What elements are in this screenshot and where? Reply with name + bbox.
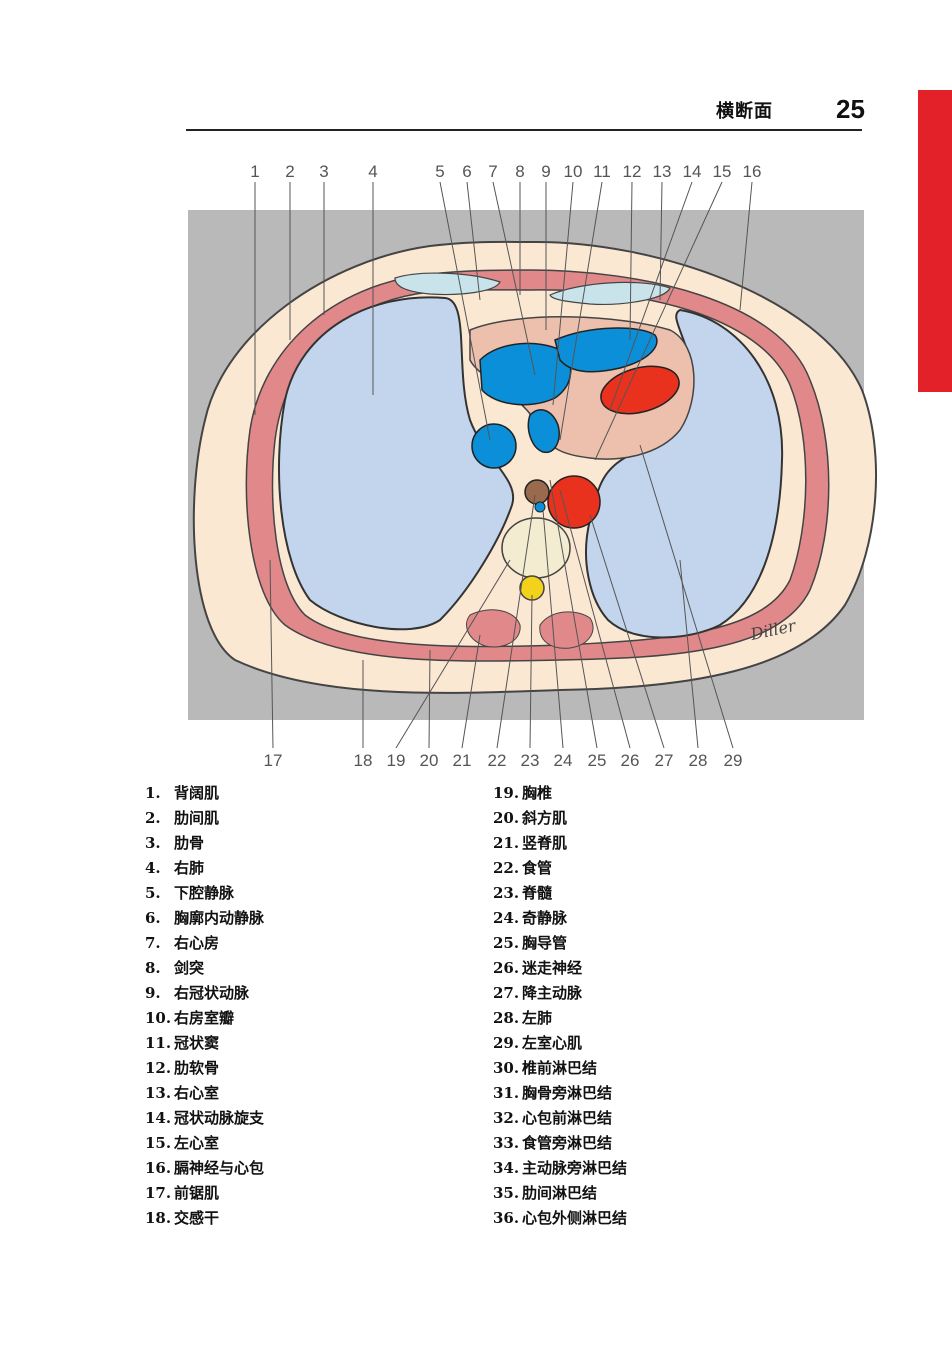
legend-item: 16.膈神经与心包	[145, 1159, 265, 1177]
legend-item: 2.肋间肌	[145, 809, 220, 827]
figure-label-14: 14	[683, 162, 702, 181]
figure-label-20: 20	[420, 751, 439, 770]
top-label-row: 1 2 3 4 5 6 7 8 9 10 11 12 13 14 15 16	[250, 162, 761, 181]
figure-label-4: 4	[368, 162, 377, 181]
legend-item: 31.胸骨旁淋巴结	[493, 1084, 613, 1102]
legend-item: 20.斜方肌	[493, 809, 568, 827]
bottom-label-row: 17 18 19 20 21 22 23 24 25 26 27 28 29	[264, 751, 743, 770]
legend-item: 14.冠状动脉旋支	[145, 1109, 265, 1127]
figure-label-18: 18	[354, 751, 373, 770]
legend-item: 25.胸导管	[493, 934, 568, 952]
legend-item: 18.交感干	[145, 1209, 220, 1227]
figure-label-6: 6	[462, 162, 471, 181]
legend-item: 30.椎前淋巴结	[493, 1059, 598, 1077]
esophagus	[524, 479, 550, 505]
costal-cartilage-left	[549, 281, 671, 305]
left-ventricle	[600, 365, 680, 415]
leader-lines	[254, 181, 753, 749]
legend-item: 1.背阔肌	[145, 784, 220, 802]
figure-label-23: 23	[521, 751, 540, 770]
chapter-tab	[918, 90, 952, 392]
legend-item: 27.降主动脉	[493, 984, 583, 1002]
legend-right-column: 19.胸椎 20.斜方肌 21.竖脊肌 22.食管 23.脊髓 24.奇静脉 2…	[493, 781, 627, 1231]
figure-label-13: 13	[653, 162, 672, 181]
legend-item: 10.右房室瓣	[145, 1009, 235, 1027]
figure-label-25: 25	[588, 751, 607, 770]
descending-aorta	[547, 475, 601, 529]
legend-item: 8.剑突	[145, 959, 205, 977]
figure-label-19: 19	[387, 751, 406, 770]
figure-label-9: 9	[541, 162, 550, 181]
figure-label-26: 26	[621, 751, 640, 770]
figure-label-2: 2	[285, 162, 294, 181]
right-ventricle	[554, 327, 658, 373]
legend-item: 7.右心房	[145, 934, 220, 952]
legend-item: 32.心包前淋巴结	[493, 1109, 613, 1127]
figure-label-12: 12	[623, 162, 642, 181]
figure-label-29: 29	[724, 751, 743, 770]
legend-item: 29.左室心肌	[493, 1034, 583, 1052]
figure-label-16: 16	[743, 162, 762, 181]
figure-label-28: 28	[689, 751, 708, 770]
coronary-sinus	[527, 409, 560, 454]
vertebral-body	[501, 517, 571, 579]
legend-item: 35.肋间淋巴结	[493, 1184, 598, 1202]
figure-label-1: 1	[250, 162, 259, 181]
costal-cartilage-right	[394, 272, 501, 296]
page-header-title: 横断面	[716, 101, 773, 122]
figure-label-15: 15	[713, 162, 732, 181]
legend-item: 33.食管旁淋巴结	[493, 1134, 613, 1152]
legend-item: 34.主动脉旁淋巴结	[493, 1159, 628, 1177]
figure-label-27: 27	[655, 751, 674, 770]
legend-left-column: 1.背阔肌 2.肋间肌 3.肋骨 4.右肺 5.下腔静脉 6.胸廓内动静脉 7.…	[145, 781, 264, 1231]
legend-item: 5.下腔静脉	[145, 884, 235, 902]
legend-item: 11.冠状窦	[145, 1034, 220, 1052]
figure-label-11: 11	[593, 162, 611, 181]
left-erector-spinae	[539, 611, 594, 649]
figure-label-24: 24	[554, 751, 573, 770]
legend-item: 15.左心室	[145, 1134, 220, 1152]
legend-item: 36.心包外侧淋巴结	[493, 1209, 628, 1227]
legend-item: 12.肋软骨	[145, 1059, 220, 1077]
figure-label-3: 3	[319, 162, 328, 181]
legend-item: 13.右心室	[145, 1084, 220, 1102]
legend-item: 9.右冠状动脉	[145, 984, 250, 1002]
figure-label-21: 21	[453, 751, 472, 770]
page-number: 25	[836, 94, 865, 124]
legend-item: 19.胸椎	[493, 784, 553, 802]
header-rule	[186, 129, 862, 131]
legend-item: 28.左肺	[493, 1009, 553, 1027]
legend-item: 22.食管	[493, 859, 553, 877]
anatomy-figure: 1 2 3 4 5 6 7 8 9 10 11 12 13 14 15 16 1…	[188, 162, 877, 770]
legend-item: 17.前锯肌	[145, 1184, 220, 1202]
azygos-vein	[534, 501, 546, 513]
legend-item: 24.奇静脉	[493, 909, 568, 927]
right-atrium	[479, 342, 572, 406]
figure-label-22: 22	[488, 751, 507, 770]
legend-item: 3.肋骨	[145, 834, 205, 852]
figure-label-10: 10	[564, 162, 583, 181]
legend-item: 4.右肺	[145, 859, 205, 877]
legend-item: 6.胸廓内动静脉	[145, 909, 265, 927]
figure-label-8: 8	[515, 162, 524, 181]
legend-item: 26.迷走神经	[493, 959, 583, 977]
legend-item: 21.竖脊肌	[493, 834, 568, 852]
figure-label-7: 7	[488, 162, 497, 181]
figure-label-17: 17	[264, 751, 283, 770]
right-lung	[278, 296, 515, 631]
figure-label-5: 5	[435, 162, 444, 181]
inferior-vena-cava	[471, 423, 517, 469]
legend-item: 23.脊髓	[493, 884, 553, 902]
